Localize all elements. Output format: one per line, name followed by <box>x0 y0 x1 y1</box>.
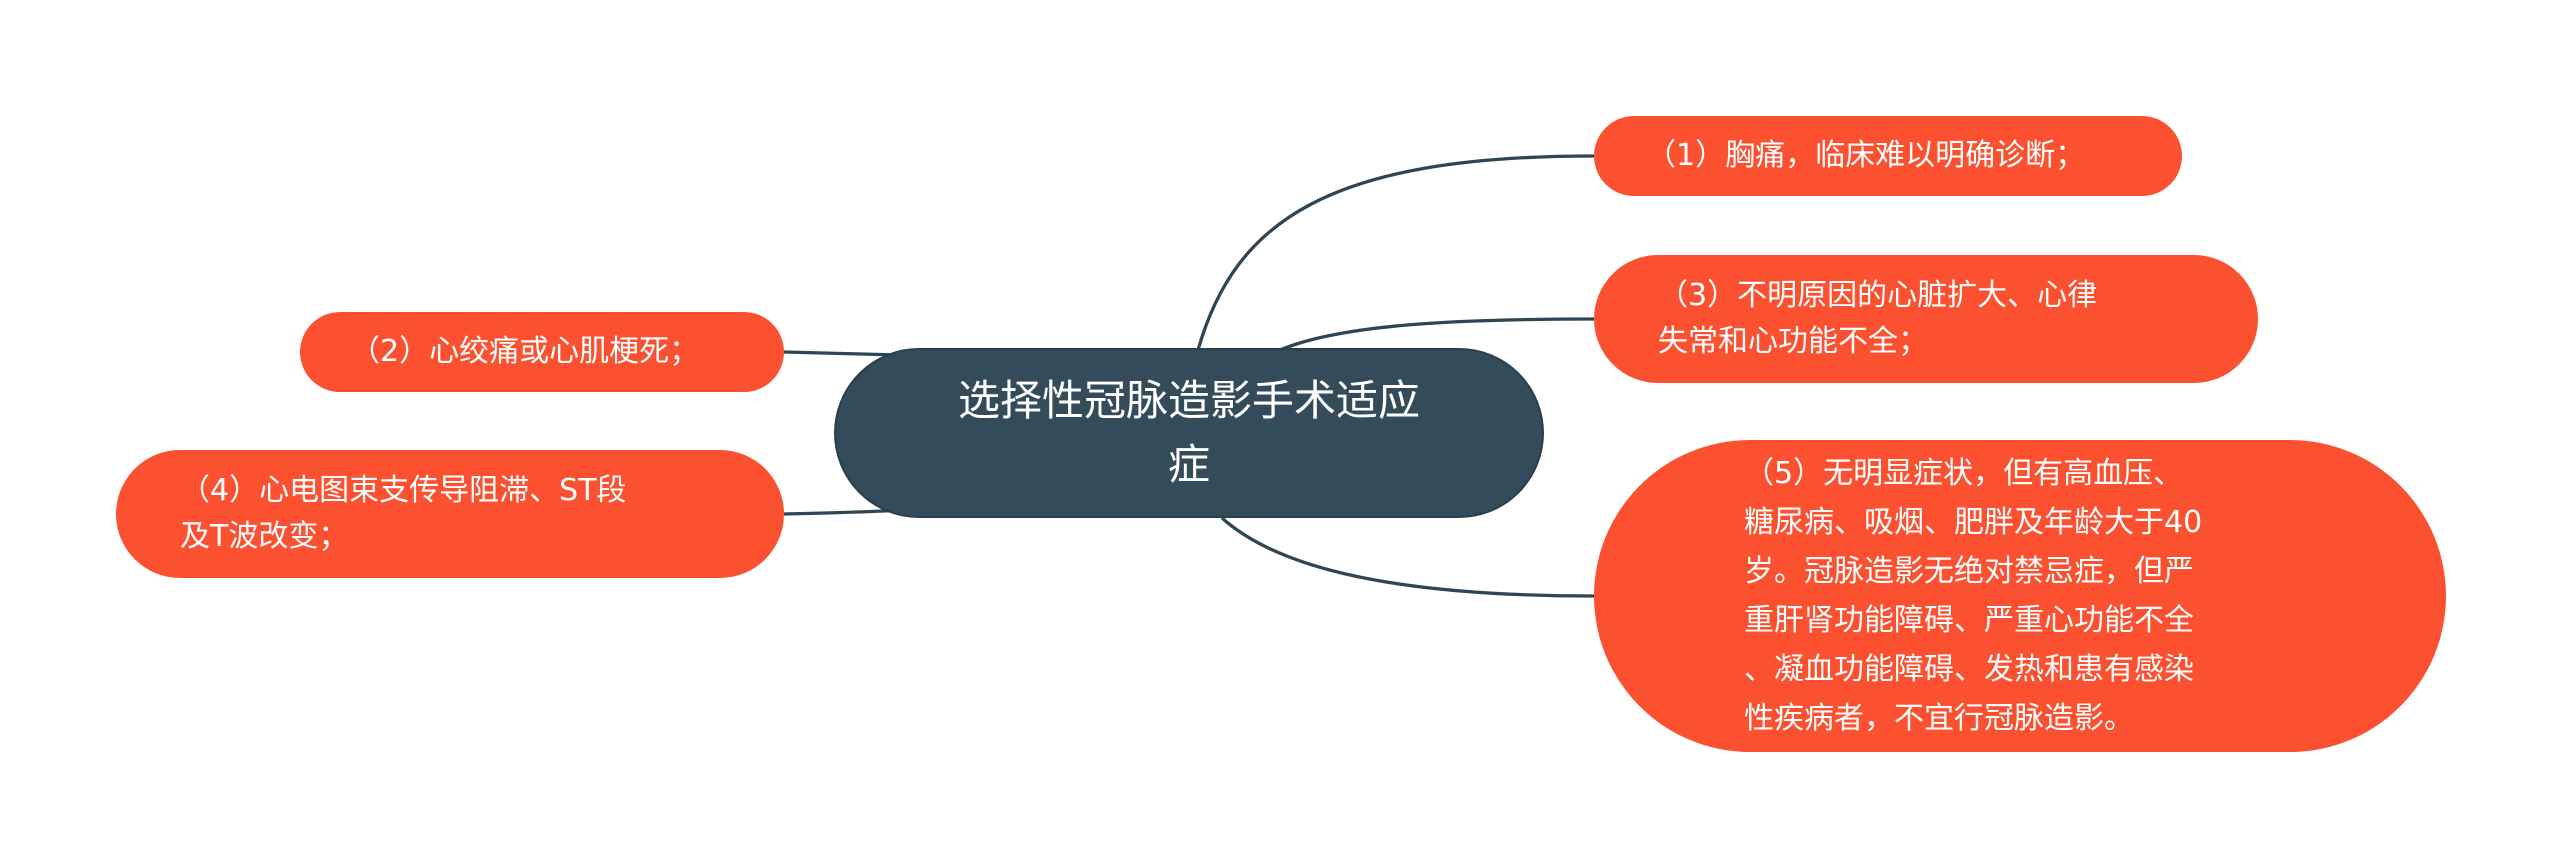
branch-node-2[interactable]: （2）心绞痛或心肌梗死； <box>300 312 784 392</box>
branch-label-3: （3）不明原因的心脏扩大、心律 失常和心功能不全； <box>1658 278 2098 359</box>
branch-node-1[interactable]: （1）胸痛，临床难以明确诊断； <box>1594 116 2182 196</box>
branch-node-5[interactable]: （5）无明显症状，但有高血压、 糖尿病、吸烟、肥胖及年龄大于40 岁。冠脉造影无… <box>1594 440 2446 752</box>
central-topic[interactable]: 选择性冠脉造影手术适应 症 <box>834 348 1544 518</box>
branch-node-4[interactable]: （4）心电图束支传导阻滞、ST段 及T波改变； <box>116 450 784 578</box>
branch-label-4: （4）心电图束支传导阻滞、ST段 及T波改变； <box>180 473 627 554</box>
branch-label-5: （5）无明显症状，但有高血压、 糖尿病、吸烟、肥胖及年龄大于40 岁。冠脉造影无… <box>1744 456 2203 736</box>
connector-to-branch-1 <box>1196 154 1595 351</box>
connector-to-branch-3 <box>1279 317 1595 352</box>
branch-label-2: （2）心绞痛或心肌梗死； <box>350 334 700 369</box>
branch-node-3[interactable]: （3）不明原因的心脏扩大、心律 失常和心功能不全； <box>1594 255 2258 383</box>
connector-to-branch-2 <box>783 350 901 357</box>
connector-to-branch-5 <box>1220 516 1595 598</box>
central-topic-label: 选择性冠脉造影手术适应 症 <box>957 376 1420 489</box>
branch-label-1: （1）胸痛，临床难以明确诊断； <box>1646 138 2086 173</box>
